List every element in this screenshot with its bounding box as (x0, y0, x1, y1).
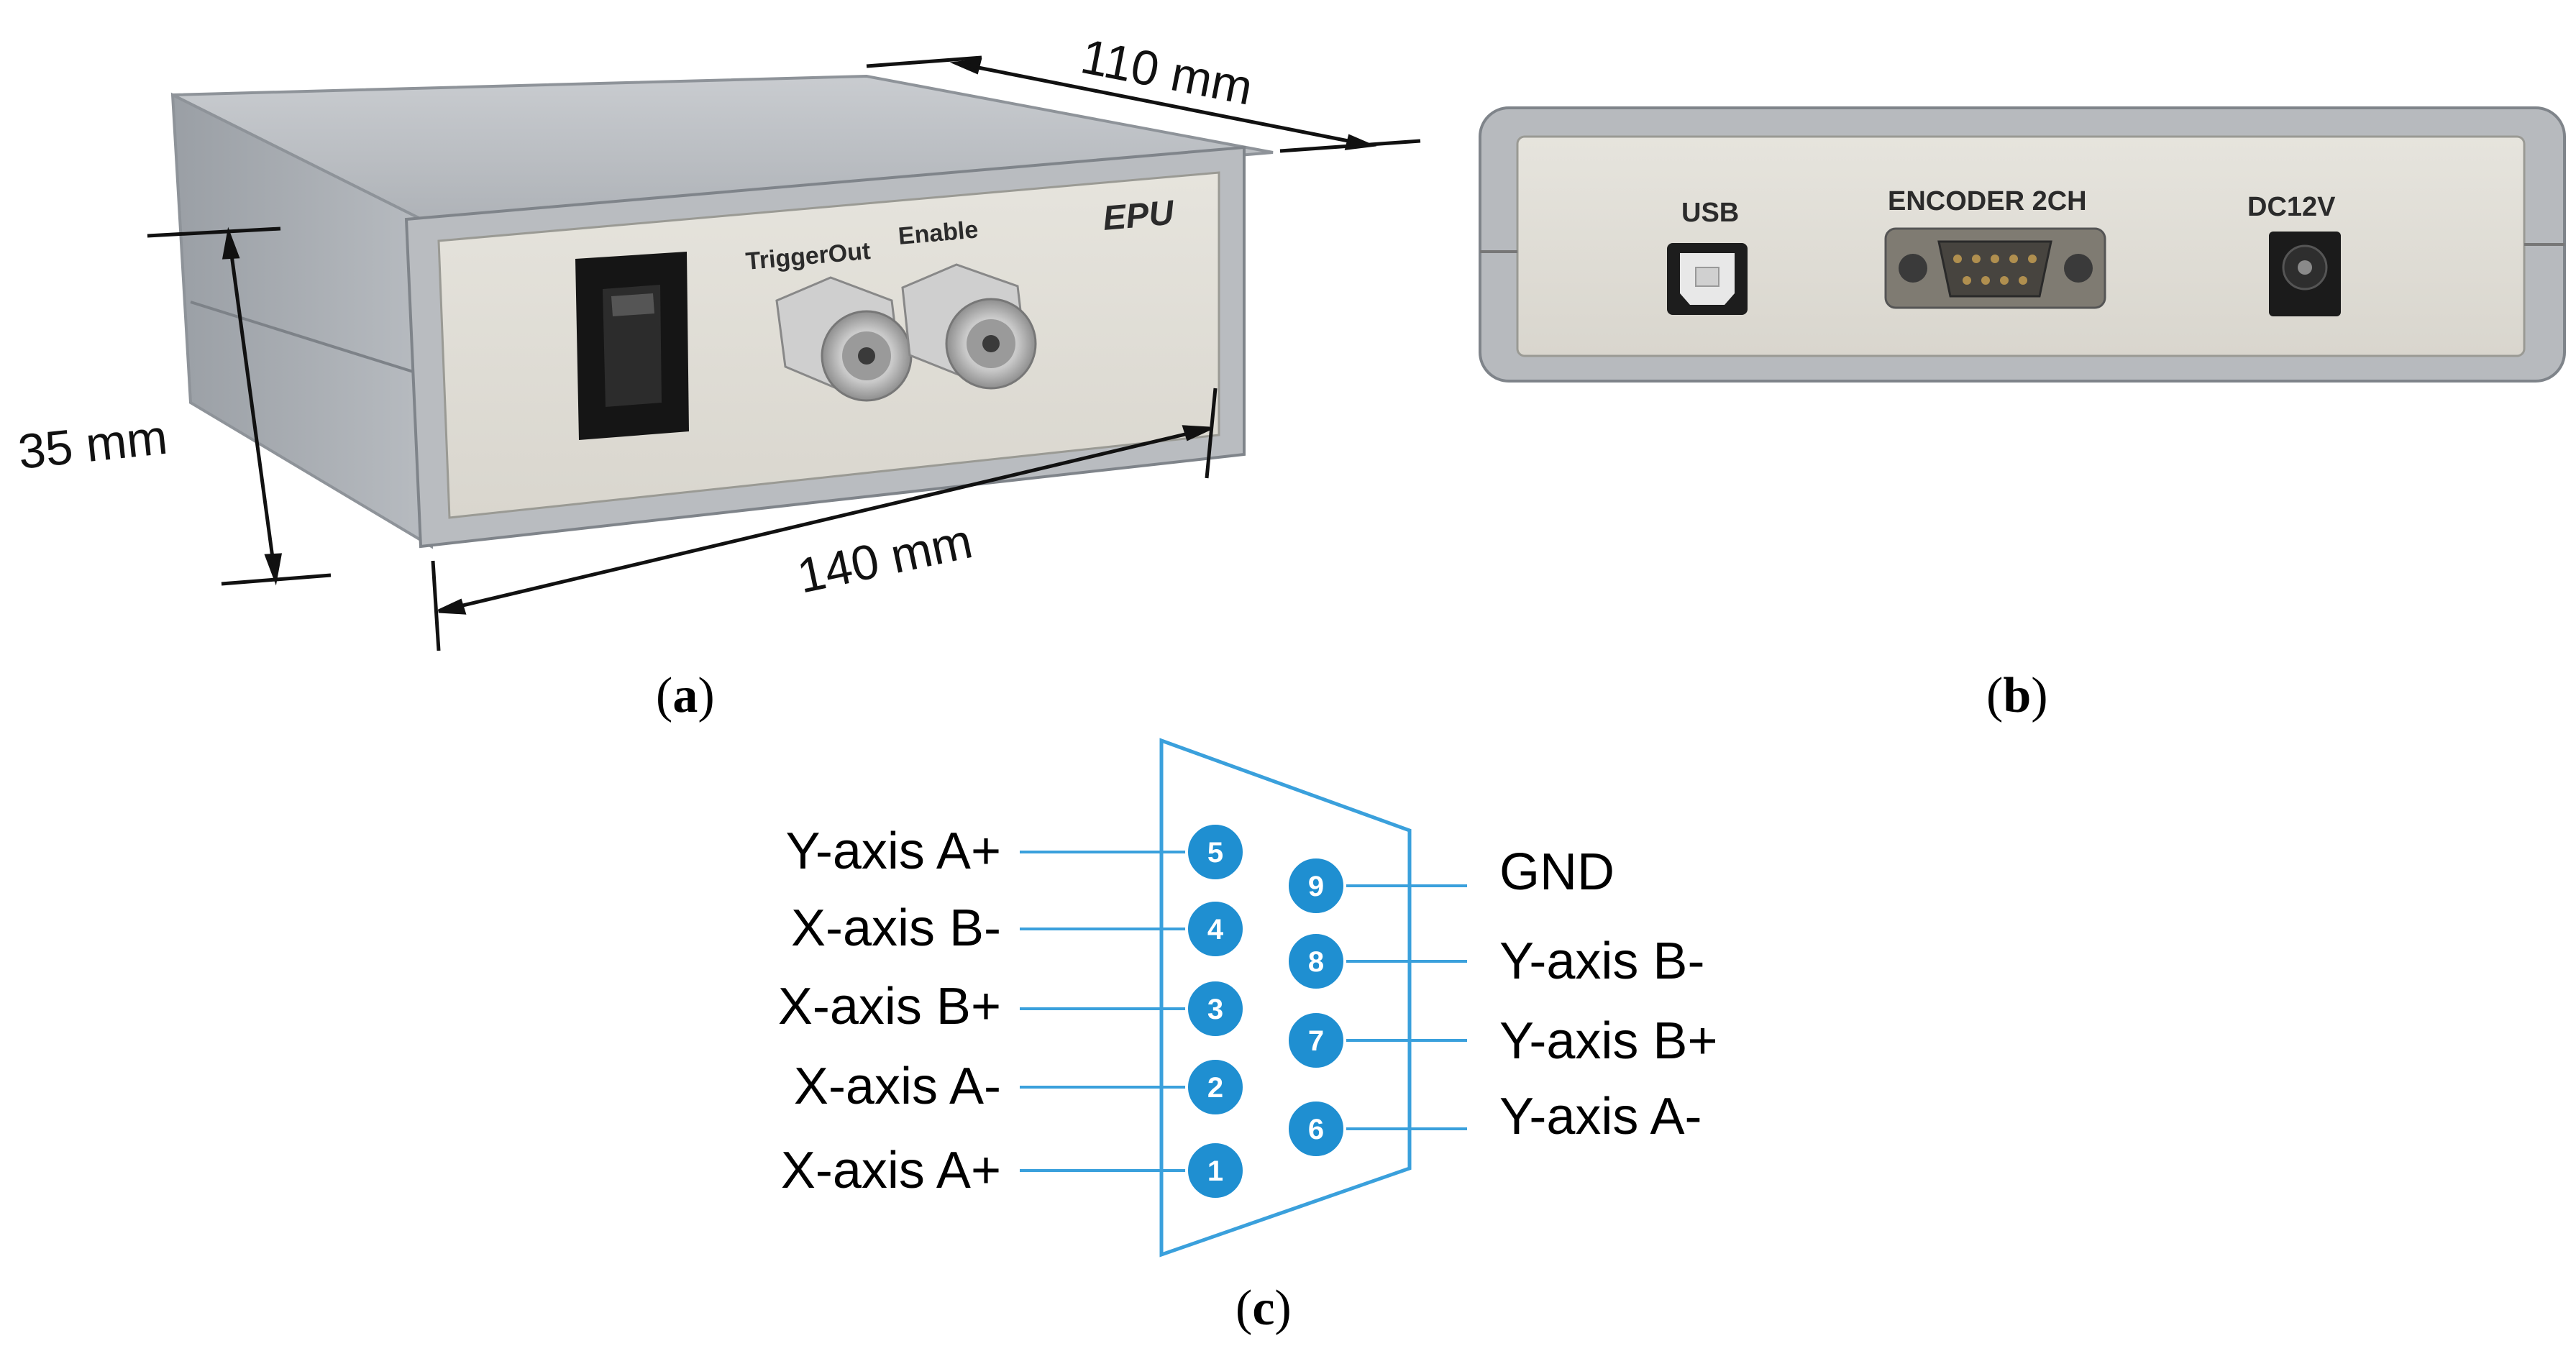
panel-a-device: TriggerOut Enable EPU (170, 74, 1274, 549)
pin-5-label: Y-axis A+ (785, 823, 1001, 880)
pin-7-label: Y-axis B+ (1499, 1012, 1718, 1070)
panel-b-label: (b) (1986, 668, 2048, 723)
pin-5-number: 5 (1207, 837, 1223, 869)
pin-4-number: 4 (1207, 914, 1224, 945)
pin-8-number: 8 (1308, 946, 1324, 978)
pin-9-number: 9 (1308, 871, 1324, 902)
encoder-port[interactable] (1884, 227, 2106, 309)
pin-2-marker (1185, 1057, 1246, 1117)
panel-a-label: (a) (656, 668, 715, 723)
dimension-110 (866, 55, 1421, 153)
pin-2-label: X-axis A- (794, 1058, 1001, 1115)
pin-9-label: GND (1499, 843, 1614, 901)
power-switch[interactable] (575, 252, 689, 440)
pin-8-label: Y-axis B- (1499, 933, 1704, 990)
pin-6-marker (1286, 1099, 1346, 1159)
pin-4-label: X-axis B- (791, 899, 1001, 957)
db9-connector-outline (1159, 738, 1412, 1258)
pin-2-number: 2 (1207, 1072, 1223, 1104)
pin-7-number: 7 (1308, 1025, 1324, 1057)
pin-8-marker (1286, 931, 1346, 992)
usb-port[interactable] (1667, 243, 1748, 315)
encoder-port-label: ENCODER 2CH (1888, 186, 2087, 216)
pin-3-marker (1185, 979, 1246, 1039)
dimension-140 (431, 388, 1218, 651)
dimension-35 (147, 226, 332, 586)
pin-9-marker (1286, 856, 1346, 916)
pin-3-number: 3 (1207, 994, 1223, 1025)
usb-port-label: USB (1681, 198, 1739, 228)
enable-connector[interactable] (901, 263, 1037, 390)
power-port[interactable] (2269, 232, 2341, 316)
pin-1-number: 1 (1207, 1155, 1223, 1187)
pin-4-marker (1185, 899, 1246, 959)
pin-6-number: 6 (1308, 1114, 1324, 1145)
pin-6-label: Y-axis A- (1499, 1088, 1702, 1145)
dimension-height-label: 35 mm (16, 410, 170, 480)
dimension-length-label: 140 mm (793, 513, 977, 603)
panel-c-label: (c) (1236, 1281, 1292, 1336)
panel-b-device: USB ENCODER 2CH DC12V (1479, 106, 2566, 383)
pin-7-marker (1286, 1010, 1346, 1071)
device-brand-label: EPU (1101, 193, 1176, 238)
dimension-width-label: 110 mm (1077, 29, 1257, 116)
power-port-label: DC12V (2247, 192, 2336, 222)
trigger-out-connector[interactable] (775, 276, 913, 402)
pin-1-label: X-axis A+ (781, 1142, 1001, 1199)
pin-5-marker (1185, 822, 1246, 882)
pin-3-label: X-axis B+ (778, 978, 1001, 1035)
db9-pins: 5 Y-axis A+ 4 X-axis B- 3 X-axis B+ 2 X-axis A-… (778, 822, 1718, 1201)
db9-pinout-diagram: 5 Y-axis A+ 4 X-axis B- 3 X-axis B+ 2 X-axis A-… (778, 738, 1718, 1258)
pin-1-marker (1185, 1140, 1246, 1201)
